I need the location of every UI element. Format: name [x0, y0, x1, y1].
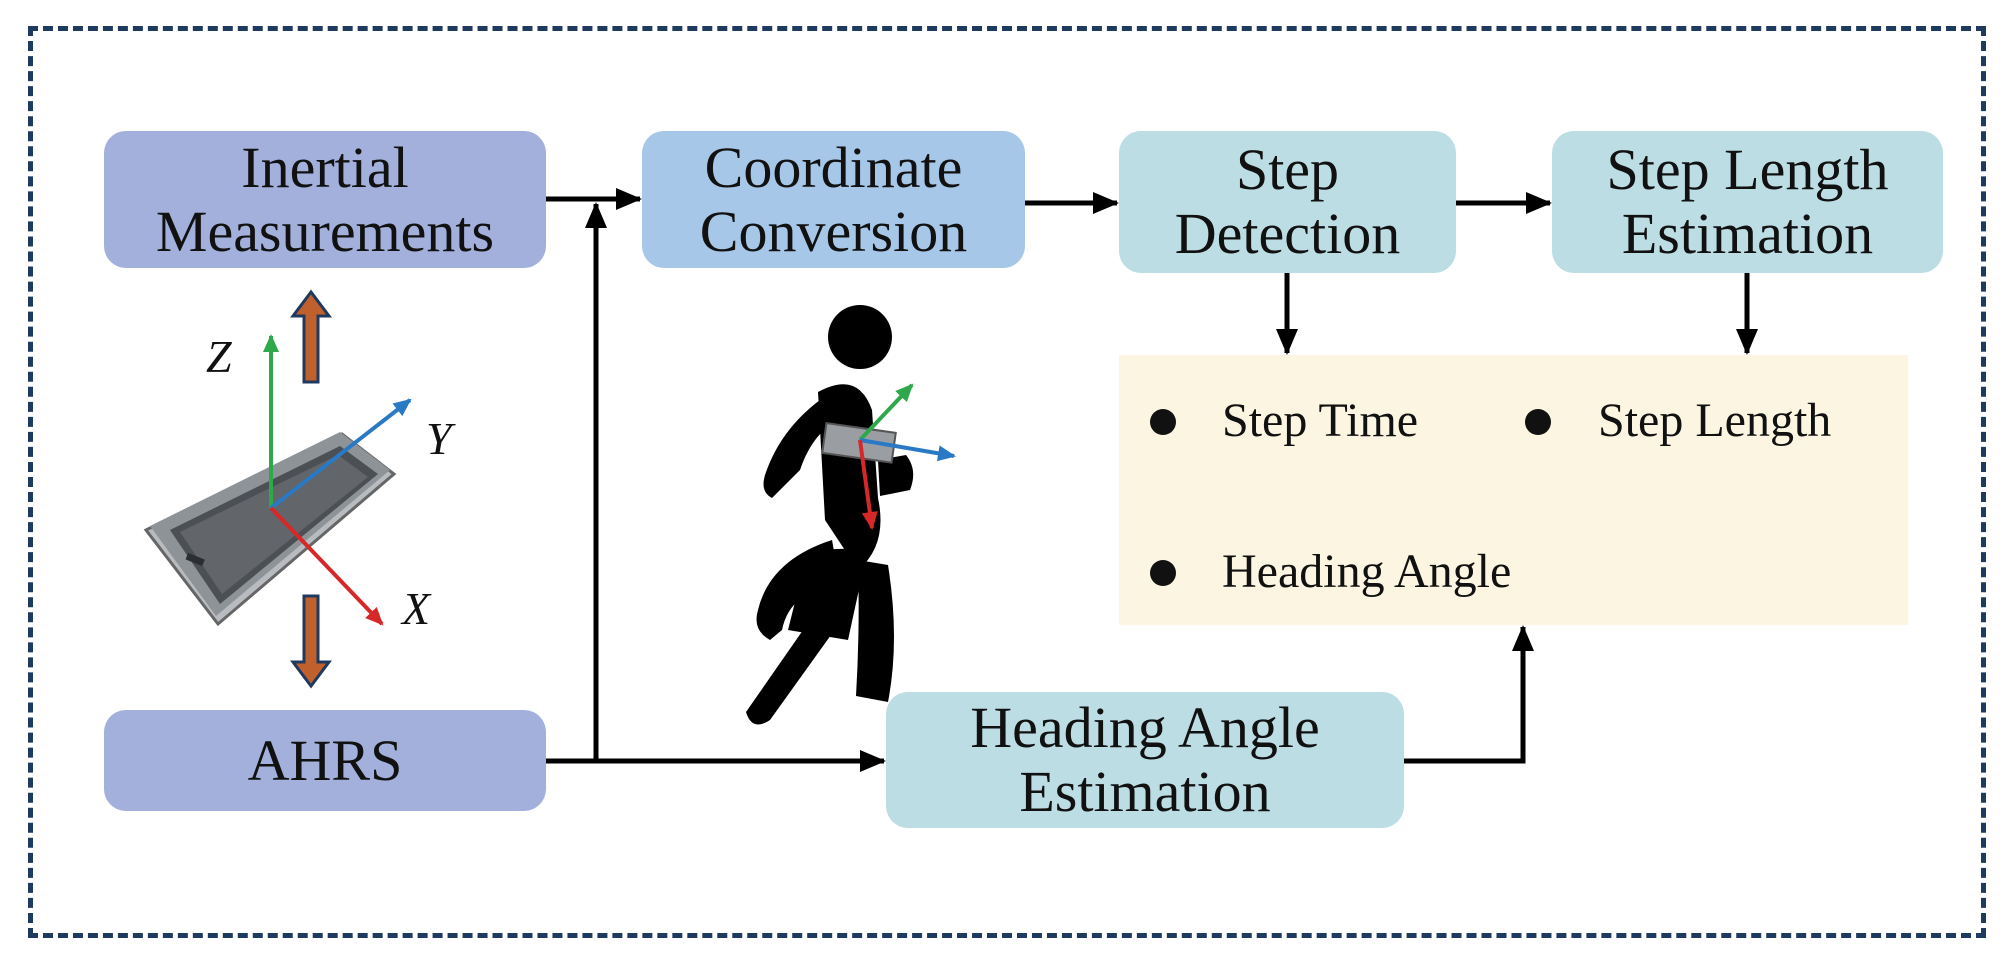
step-line-1: Step	[1235, 137, 1340, 203]
person-x-axis	[858, 439, 878, 530]
step-line-2: Detection	[1174, 201, 1401, 266]
ahrs-label: AHRS	[247, 727, 403, 793]
coordinate-line-1: Coordinate	[704, 134, 963, 200]
dashed-frame	[28, 26, 1986, 938]
steplength-line-1: Step Length	[1606, 137, 1889, 203]
output-heading-angle: Heading Angle	[1222, 545, 1512, 598]
ahrs-box: AHRS	[104, 710, 546, 811]
steplength-line-2: Estimation	[1621, 201, 1874, 266]
heading-line-1: Heading Angle	[970, 695, 1320, 761]
y-axis	[269, 398, 412, 510]
heading-line-2: Estimation	[1019, 759, 1271, 824]
smartphone-icon	[143, 432, 397, 627]
bullet-heading-angle	[1150, 560, 1176, 586]
heading-angle-estimation-box: Heading Angle Estimation	[886, 692, 1404, 828]
step-length-estimation-box: Step Length Estimation	[1552, 131, 1943, 273]
output-step-time: Step Time	[1222, 394, 1419, 447]
double-arrow-icon	[290, 289, 332, 689]
x-axis	[269, 506, 384, 626]
output-box	[1119, 355, 1908, 625]
bullet-step-length	[1525, 409, 1551, 435]
inertial-line-2: Measurements	[155, 198, 495, 264]
coordinate-conversion-box: Coordinate Conversion	[642, 131, 1025, 268]
x-axis-label: X	[402, 583, 431, 634]
inertial-line-1: Inertial	[241, 134, 409, 200]
output-step-length: Step Length	[1598, 394, 1832, 447]
y-axis-label: Y	[426, 413, 452, 464]
z-axis-label: Z	[206, 331, 232, 382]
step-detection-box: Step Detection	[1119, 131, 1456, 273]
person-z-axis	[858, 383, 914, 442]
inertial-measurements-box: Inertial Measurements	[104, 131, 546, 268]
bullet-step-time	[1150, 409, 1176, 435]
person-y-axis	[859, 438, 956, 462]
walking-person-icon	[746, 305, 914, 725]
coordinate-line-2: Conversion	[699, 198, 968, 264]
arrow-heading-output	[1404, 625, 1534, 764]
